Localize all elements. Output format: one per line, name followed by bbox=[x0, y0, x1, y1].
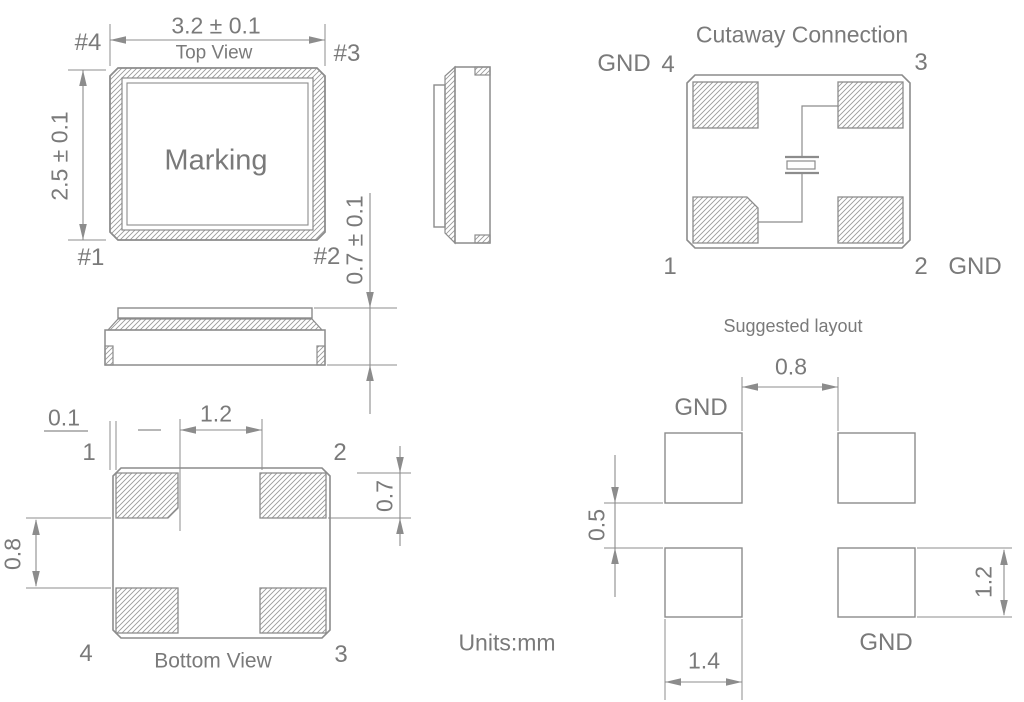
cutaway-pin1-label: 1 bbox=[663, 253, 677, 280]
top-view-height-dim-label: 2.5 ± 0.1 bbox=[46, 111, 73, 201]
side-h-lid bbox=[117, 307, 313, 319]
bottom-pin1-label: 1 bbox=[82, 439, 96, 466]
cutaway-outline bbox=[686, 74, 911, 249]
dim-pad-gap-lines bbox=[26, 517, 111, 589]
bottom-pad-4 bbox=[115, 587, 179, 634]
layout-pad-bl bbox=[664, 547, 743, 618]
bottom-pad-height-dim-label: 0.7 bbox=[371, 480, 398, 512]
bottom-view-outline bbox=[112, 467, 331, 639]
dim-width-lines bbox=[109, 24, 326, 66]
bottom-pin4-label: 4 bbox=[79, 640, 93, 667]
cutaway-pin4-label: 4 bbox=[661, 51, 675, 78]
bottom-pin2-label: 2 bbox=[333, 439, 347, 466]
layout-dim-gap-v-lines bbox=[604, 455, 663, 597]
bottom-pad-3 bbox=[259, 587, 327, 634]
bottom-pad-gap-dim-label: 0.8 bbox=[0, 538, 26, 570]
side-v-pad-top bbox=[474, 66, 491, 76]
cutaway-pad-1 bbox=[692, 196, 759, 244]
side-v-pad-bottom bbox=[474, 234, 491, 244]
cutaway-gnd-right-label: GND bbox=[948, 253, 1002, 280]
thickness-dim-label: 0.7 ± 0.1 bbox=[341, 195, 368, 285]
cutaway-pad-4 bbox=[692, 81, 759, 129]
units-label: Units:mm bbox=[458, 629, 556, 656]
dim-pad-span-lines bbox=[179, 419, 263, 531]
bottom-edge-offset-dim-label: 0.1 bbox=[48, 404, 80, 431]
bottom-view-title: Bottom View bbox=[154, 649, 272, 673]
side-v-lid bbox=[433, 84, 446, 228]
top-view-width-dim-label: 3.2 ± 0.1 bbox=[171, 12, 261, 39]
cutaway-title: Cutaway Connection bbox=[695, 21, 909, 48]
top-view-pin4-label: #4 bbox=[74, 29, 102, 56]
bottom-view-drawing bbox=[26, 419, 411, 639]
side-h-pad-left bbox=[104, 345, 114, 366]
layout-pad-tr bbox=[837, 432, 916, 504]
marking-label: Marking bbox=[164, 144, 268, 177]
top-view-pin2-label: #2 bbox=[313, 243, 341, 270]
bottom-pad-2 bbox=[259, 472, 327, 519]
bottom-pin3-label: 3 bbox=[334, 641, 348, 668]
side-v-body bbox=[454, 66, 491, 244]
cutaway-pad-3 bbox=[837, 81, 904, 129]
top-view-cavity bbox=[126, 82, 309, 226]
side-h-body bbox=[104, 329, 326, 366]
dim-edge-offset-lines bbox=[44, 421, 161, 470]
suggested-layout-title: Suggested layout bbox=[723, 316, 863, 336]
layout-gnd-bottom-label: GND bbox=[859, 629, 913, 656]
side-h-pad-right bbox=[316, 345, 326, 366]
cutaway-gnd-left-label: GND bbox=[597, 50, 651, 77]
crystal-wire-bottom bbox=[758, 173, 803, 223]
cutaway-pin2-label: 2 bbox=[914, 253, 928, 280]
side-view-vertical bbox=[433, 65, 491, 245]
side-view-horizontal bbox=[104, 193, 397, 414]
top-view-title: Top View bbox=[175, 42, 253, 64]
layout-pad-tl bbox=[664, 432, 743, 504]
crystal-wire-top bbox=[801, 105, 838, 157]
side-h-seal-hatch bbox=[106, 318, 324, 331]
layout-gap-h-dim-label: 0.8 bbox=[775, 353, 807, 380]
top-view-drawing bbox=[68, 24, 326, 241]
layout-gnd-top-label: GND bbox=[674, 394, 728, 421]
cutaway-pad-2 bbox=[837, 196, 904, 244]
top-view-pin1-label: #1 bbox=[77, 244, 105, 271]
layout-dim-pad-h-lines bbox=[917, 547, 1012, 618]
suggested-layout-drawing bbox=[604, 377, 1012, 700]
layout-pad-br bbox=[837, 547, 916, 618]
top-view-pin3-label: #3 bbox=[333, 40, 361, 67]
side-v-seal-hatch bbox=[444, 65, 456, 245]
bottom-pad-1 bbox=[115, 472, 179, 519]
layout-gap-v-dim-label: 0.5 bbox=[583, 509, 610, 541]
dim-height-lines bbox=[68, 69, 106, 241]
layout-pad-height-dim-label: 1.2 bbox=[970, 566, 997, 598]
top-view-outline bbox=[109, 67, 326, 241]
cutaway-drawing bbox=[686, 74, 911, 249]
crystal-body bbox=[786, 160, 816, 170]
bottom-pad-span-dim-label: 1.2 bbox=[200, 400, 232, 427]
top-view-inner-ring bbox=[121, 77, 314, 231]
layout-pad-width-dim-label: 1.4 bbox=[688, 647, 720, 674]
cutaway-pin3-label: 3 bbox=[914, 49, 928, 76]
